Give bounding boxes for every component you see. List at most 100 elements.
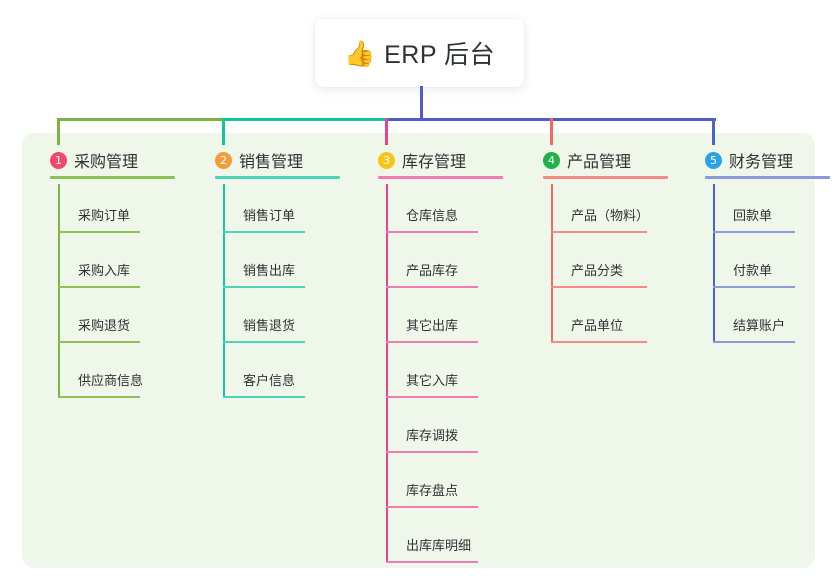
branch-spine-line <box>223 184 225 398</box>
page-title: ERP 后台 <box>384 41 496 69</box>
branch-item-list: 回款单付款单结算账户 <box>685 184 839 349</box>
branch-item[interactable]: 产品（物料） <box>523 184 683 239</box>
branch-title: 采购管理 <box>74 154 139 171</box>
root-node-erp-backend[interactable]: 👍 ERP 后台 <box>315 19 524 87</box>
branch-item[interactable]: 结算账户 <box>685 294 839 349</box>
branch-item-underline <box>58 341 140 343</box>
branch-column-采购管理: 1 采购管理采购订单采购入库采购退货供应商信息 <box>30 143 190 404</box>
branch-header-4[interactable]: 4 产品管理 <box>523 143 683 179</box>
branch-item-label: 采购入库 <box>78 263 131 278</box>
branch-number-badge: 1 <box>50 151 67 169</box>
branch-drop-line-3 <box>385 118 388 145</box>
branch-header-underline <box>378 176 503 179</box>
branch-item[interactable]: 供应商信息 <box>30 349 190 404</box>
branch-item-underline <box>386 506 478 508</box>
branch-item[interactable]: 采购入库 <box>30 239 190 294</box>
branch-number-badge: 3 <box>378 151 395 169</box>
branch-item-label: 其它出库 <box>406 318 459 333</box>
branch-number-badge: 4 <box>543 151 560 169</box>
branch-item-label: 回款单 <box>733 208 773 223</box>
branch-item-label: 其它入库 <box>406 373 459 388</box>
branch-item-label: 采购订单 <box>78 208 131 223</box>
branch-header-underline <box>215 176 340 179</box>
branch-item[interactable]: 回款单 <box>685 184 839 239</box>
branch-item-label: 产品分类 <box>571 263 624 278</box>
branch-spine-line <box>713 184 715 343</box>
branch-item-label: 付款单 <box>733 263 773 278</box>
branch-item[interactable]: 客户信息 <box>195 349 355 404</box>
branch-header-3[interactable]: 3 库存管理 <box>358 143 518 179</box>
branch-backdrop-panel <box>22 133 815 568</box>
branch-item-label: 产品单位 <box>571 318 624 333</box>
branch-title: 产品管理 <box>567 154 632 171</box>
branch-item-underline <box>386 341 478 343</box>
branch-item[interactable]: 出库库明细 <box>358 514 518 569</box>
branch-item[interactable]: 库存盘点 <box>358 459 518 514</box>
branch-item-underline <box>223 396 305 398</box>
branch-title: 销售管理 <box>239 154 304 171</box>
branch-header-underline <box>543 176 668 179</box>
branch-drop-line-1 <box>57 118 60 145</box>
branch-header-5[interactable]: 5 财务管理 <box>685 143 839 179</box>
branch-spine-line <box>551 184 553 343</box>
branch-item-list: 产品（物料） 产品分类产品单位 <box>523 184 683 349</box>
branch-item-underline <box>713 231 795 233</box>
branch-header-1[interactable]: 1 采购管理 <box>30 143 190 179</box>
branch-item[interactable]: 仓库信息 <box>358 184 518 239</box>
branch-item-label: 库存盘点 <box>406 483 459 498</box>
branch-item-label: 出库库明细 <box>406 538 472 553</box>
branch-item[interactable]: 库存调拨 <box>358 404 518 459</box>
branch-item-label: 库存调拨 <box>406 428 459 443</box>
branch-item-list: 仓库信息产品库存其它出库其它入库库存调拨库存盘点出库库明细 <box>358 184 518 569</box>
branch-header-underline <box>50 176 175 179</box>
branch-item-label: 供应商信息 <box>78 373 144 388</box>
branch-item-label: 产品库存 <box>406 263 459 278</box>
branch-item[interactable]: 付款单 <box>685 239 839 294</box>
branch-item-underline <box>223 341 305 343</box>
branch-item[interactable]: 销售退货 <box>195 294 355 349</box>
branch-item[interactable]: 销售订单 <box>195 184 355 239</box>
branch-item[interactable]: 销售出库 <box>195 239 355 294</box>
branch-item-underline <box>58 231 140 233</box>
branch-header-underline <box>705 176 830 179</box>
thumbs-up-icon: 👍 <box>343 38 376 68</box>
branch-item[interactable]: 采购退货 <box>30 294 190 349</box>
branch-item-label: 销售退货 <box>243 318 296 333</box>
branch-item-label: 客户信息 <box>243 373 296 388</box>
branch-item[interactable]: 其它入库 <box>358 349 518 404</box>
branch-item-underline <box>386 451 478 453</box>
branch-number-badge: 5 <box>705 151 722 169</box>
branch-item-label: 结算账户 <box>733 318 786 333</box>
branch-item[interactable]: 产品库存 <box>358 239 518 294</box>
branch-item[interactable]: 其它出库 <box>358 294 518 349</box>
branch-item-underline <box>58 396 140 398</box>
branch-item[interactable]: 采购订单 <box>30 184 190 239</box>
branch-item-list: 采购订单采购入库采购退货供应商信息 <box>30 184 190 404</box>
branch-spine-line <box>386 184 388 563</box>
branch-drop-line-2 <box>222 118 225 145</box>
branch-item-underline <box>386 286 478 288</box>
branch-item-label: 销售出库 <box>243 263 296 278</box>
branch-title: 库存管理 <box>402 154 467 171</box>
branch-item-underline <box>223 286 305 288</box>
branch-item-underline <box>58 286 140 288</box>
branch-drop-line-5 <box>712 118 715 145</box>
branch-column-库存管理: 3 库存管理仓库信息产品库存其它出库其它入库库存调拨库存盘点出库库明细 <box>358 143 518 569</box>
branch-item-underline <box>386 231 478 233</box>
branch-column-产品管理: 4 产品管理产品（物料） 产品分类产品单位 <box>523 143 683 349</box>
branch-column-财务管理: 5 财务管理回款单付款单结算账户 <box>685 143 839 349</box>
branch-item[interactable]: 产品分类 <box>523 239 683 294</box>
branch-item[interactable]: 产品单位 <box>523 294 683 349</box>
branch-item-label: 仓库信息 <box>406 208 459 223</box>
branch-spine-line <box>58 184 60 398</box>
branch-drop-line-4 <box>550 118 553 145</box>
branch-item-underline <box>713 286 795 288</box>
branch-item-label: 销售订单 <box>243 208 296 223</box>
branch-item-underline <box>551 286 647 288</box>
branch-item-underline <box>551 231 647 233</box>
branch-item-underline <box>223 231 305 233</box>
branch-title: 财务管理 <box>729 154 794 171</box>
branch-item-label: 产品（物料） <box>571 208 650 223</box>
